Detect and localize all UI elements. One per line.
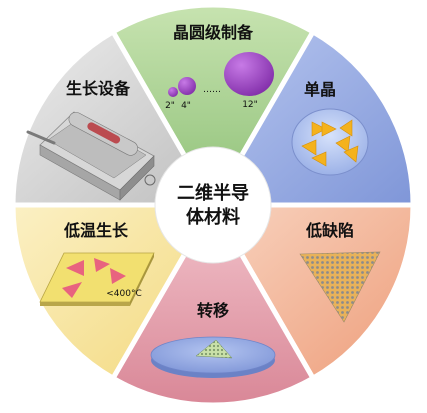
wafer-dots: ……: [203, 85, 221, 95]
low-temp-triangle-1: [66, 260, 84, 276]
center-title-line1: 二维半导: [177, 182, 249, 204]
wafer-size-12: 12": [242, 100, 258, 110]
wafer-disc-4inch: [178, 77, 196, 95]
center-title-line2: 体材料: [186, 206, 240, 228]
segment-low-defect: [208, 202, 416, 382]
wafer-disc-2inch: [168, 87, 178, 97]
low-temp-label: 低温生长: [63, 221, 129, 240]
low-defect-label: 低缺陷: [305, 221, 354, 240]
equipment-furnace: [26, 111, 156, 201]
low-temp-triangle-3: [110, 268, 126, 284]
transfer-label: 转移: [197, 301, 229, 320]
single-crystal-disc: [291, 108, 369, 176]
low-temp-substrate: [39, 252, 155, 306]
segment-wafer: [109, 2, 317, 210]
center-hub: 二维半导 体材料: [154, 146, 272, 264]
low-temp-temperature: <400°C: [106, 289, 142, 299]
single-crystal-label: 单晶: [304, 80, 336, 99]
low-defect-lattice: [299, 251, 381, 323]
low-temp-triangle-4: [62, 282, 82, 298]
low-temp-triangle-2: [94, 258, 110, 272]
crystal-triangles: [301, 119, 359, 167]
wafer-label: 晶圆级制备: [173, 23, 254, 42]
transfer-wafer: [150, 336, 276, 378]
wafer-size-2: 2": [165, 101, 175, 111]
wafer-size-4: 4": [181, 101, 191, 111]
wafer-discs: [168, 52, 274, 97]
wafer-disc-12inch: [224, 52, 274, 96]
equipment-label: 生长设备: [66, 79, 131, 98]
